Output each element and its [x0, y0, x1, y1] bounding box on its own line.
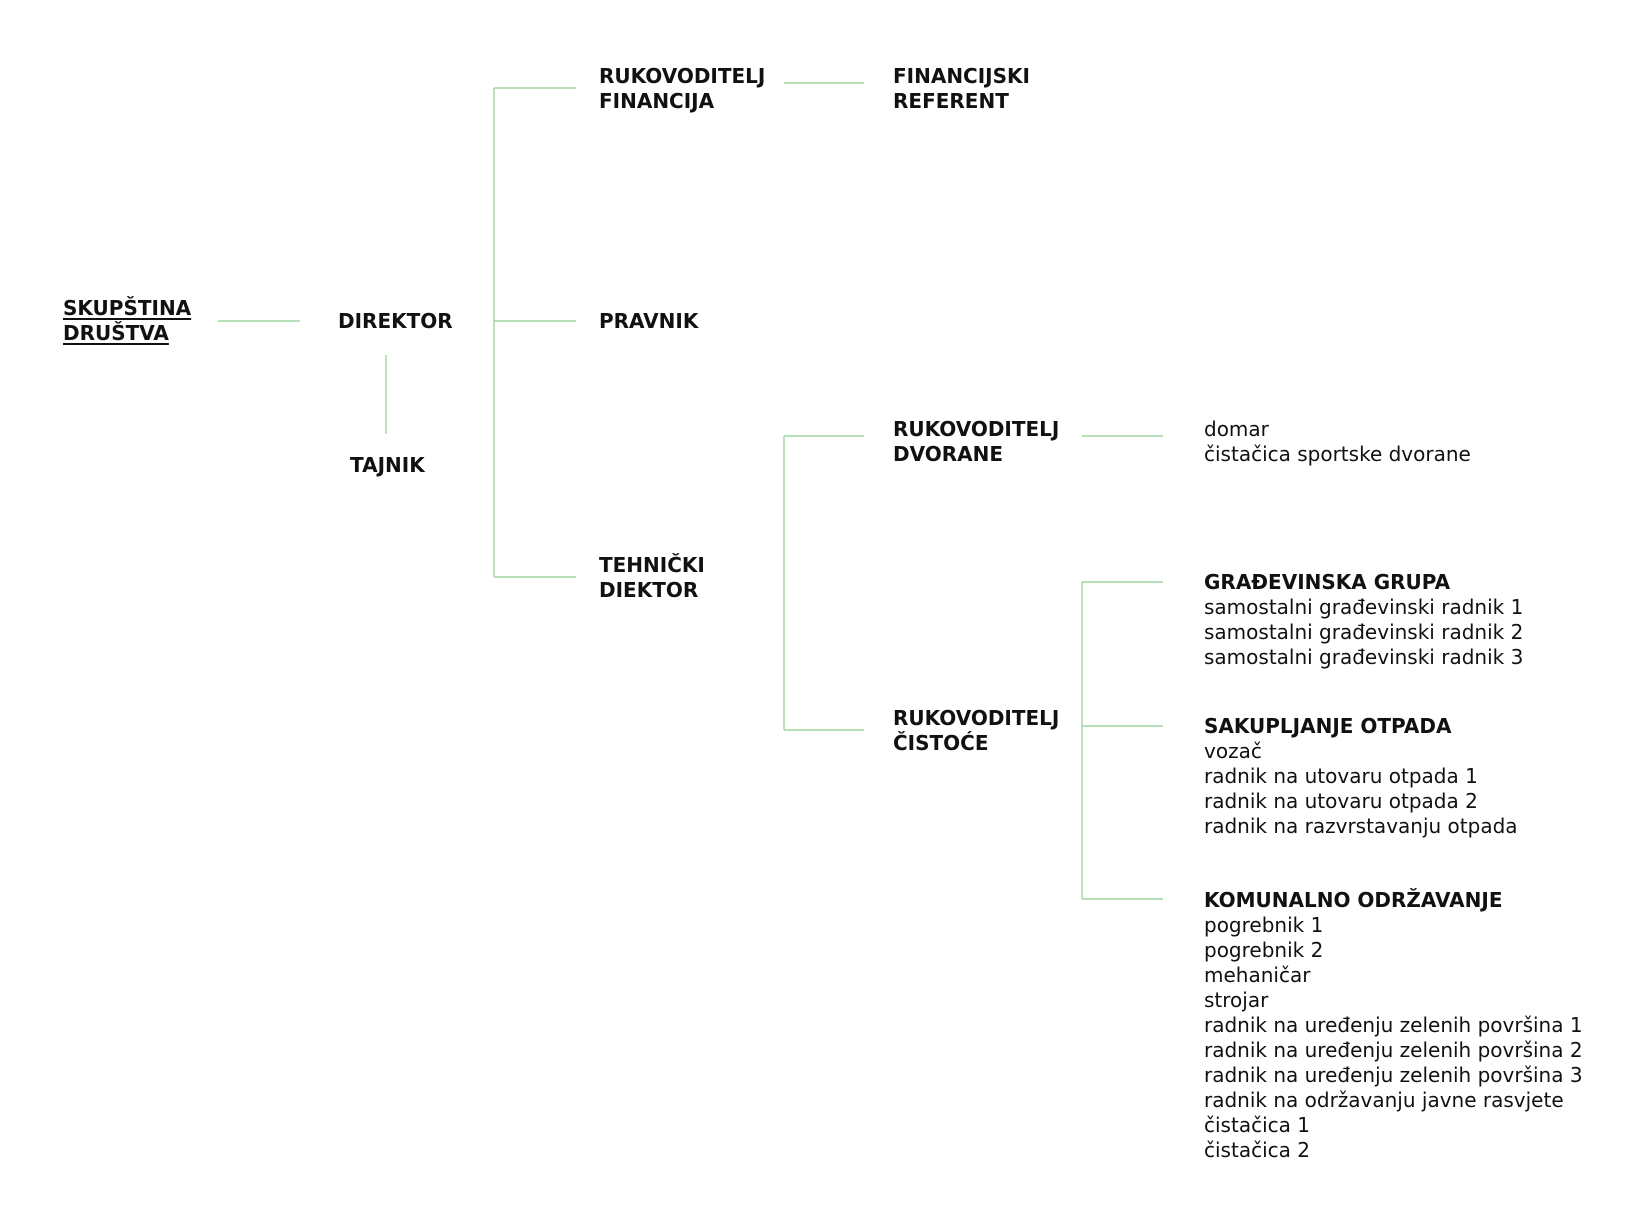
komunalno-odrzavanje-item: pogrebnik 2 [1204, 938, 1324, 962]
gradjevinska-grupa-item: samostalni građevinski radnik 1 [1204, 595, 1524, 619]
dvorana-staff-item: čistačica sportske dvorane [1204, 442, 1471, 466]
connector-group [218, 82, 1163, 900]
komunalno-odrzavanje-item: čistačica 2 [1204, 1138, 1310, 1162]
sakupljanje-otpada-item: radnik na razvrstavanju otpada [1204, 814, 1518, 838]
node-direktor-label: DIREKTOR [338, 309, 453, 333]
node-tajnik: TAJNIK [350, 453, 425, 478]
node-rukovoditelj-dvorane-line-2: DVORANE [893, 442, 1004, 466]
komunalno-odrzavanje-item: radnik na održavanju javne rasvjete [1204, 1088, 1564, 1112]
node-rukovoditelj-cistoce-line-2: ČISTOĆE [893, 731, 989, 755]
node-tehnicki-direktor-line-2: DIEKTOR [599, 578, 699, 602]
node-rukovoditelj-dvorane: RUKOVODITELJ DVORANE [893, 417, 1059, 467]
node-tehnicki-direktor-line-1: TEHNIČKI [599, 553, 705, 577]
komunalno-odrzavanje-item: radnik na uređenju zelenih površina 2 [1204, 1038, 1583, 1062]
komunalno-odrzavanje-item: pogrebnik 1 [1204, 913, 1324, 937]
sakupljanje-otpada-title: SAKUPLJANJE OTPADA [1204, 714, 1452, 738]
node-komunalno-odrzavanje: KOMUNALNO ODRŽAVANJE pogrebnik 1 pogrebn… [1204, 888, 1583, 1163]
node-financijski-referent: FINANCIJSKI REFERENT [893, 64, 1030, 114]
node-rukovoditelj-cistoce: RUKOVODITELJ ČISTOĆE [893, 706, 1059, 756]
komunalno-odrzavanje-item: čistačica 1 [1204, 1113, 1310, 1137]
node-skupstina-line-2: DRUŠTVA [63, 321, 169, 345]
node-direktor: DIREKTOR [338, 309, 453, 334]
node-skupstina-drustva: SKUPŠTINA DRUŠTVA [63, 296, 191, 346]
node-rukovoditelj-dvorane-line-1: RUKOVODITELJ [893, 417, 1060, 441]
komunalno-odrzavanje-item: radnik na uređenju zelenih površina 1 [1204, 1013, 1583, 1037]
node-skupstina-line-1: SKUPŠTINA [63, 296, 192, 320]
gradjevinska-grupa-title: GRAĐEVINSKA GRUPA [1204, 570, 1451, 594]
node-pravnik-label: PRAVNIK [599, 309, 699, 333]
node-rukovoditelj-cistoce-line-1: RUKOVODITELJ [893, 706, 1060, 730]
node-pravnik: PRAVNIK [599, 309, 698, 334]
node-sakupljanje-otpada: SAKUPLJANJE OTPADA vozač radnik na utova… [1204, 714, 1518, 839]
dvorana-staff-item: domar [1204, 417, 1269, 441]
node-tehnicki-direktor: TEHNIČKI DIEKTOR [599, 553, 705, 603]
komunalno-odrzavanje-item: mehaničar [1204, 963, 1311, 987]
gradjevinska-grupa-item: samostalni građevinski radnik 3 [1204, 645, 1524, 669]
node-gradjevinska-grupa: GRAĐEVINSKA GRUPA samostalni građevinski… [1204, 570, 1523, 670]
node-financijski-referent-line-2: REFERENT [893, 89, 1009, 113]
node-rukovoditelj-financija-line-1: RUKOVODITELJ [599, 64, 766, 88]
komunalno-odrzavanje-title: KOMUNALNO ODRŽAVANJE [1204, 888, 1503, 912]
sakupljanje-otpada-item: radnik na utovaru otpada 2 [1204, 789, 1478, 813]
node-dvorana-staff: domar čistačica sportske dvorane [1204, 417, 1471, 467]
sakupljanje-otpada-item: vozač [1204, 739, 1262, 763]
gradjevinska-grupa-item: samostalni građevinski radnik 2 [1204, 620, 1524, 644]
node-rukovoditelj-financija-line-2: FINANCIJA [599, 89, 715, 113]
node-tajnik-label: TAJNIK [350, 453, 425, 477]
komunalno-odrzavanje-item: radnik na uređenju zelenih površina 3 [1204, 1063, 1583, 1087]
komunalno-odrzavanje-item: strojar [1204, 988, 1269, 1012]
node-rukovoditelj-financija: RUKOVODITELJ FINANCIJA [599, 64, 765, 114]
node-financijski-referent-line-1: FINANCIJSKI [893, 64, 1030, 88]
sakupljanje-otpada-item: radnik na utovaru otpada 1 [1204, 764, 1478, 788]
